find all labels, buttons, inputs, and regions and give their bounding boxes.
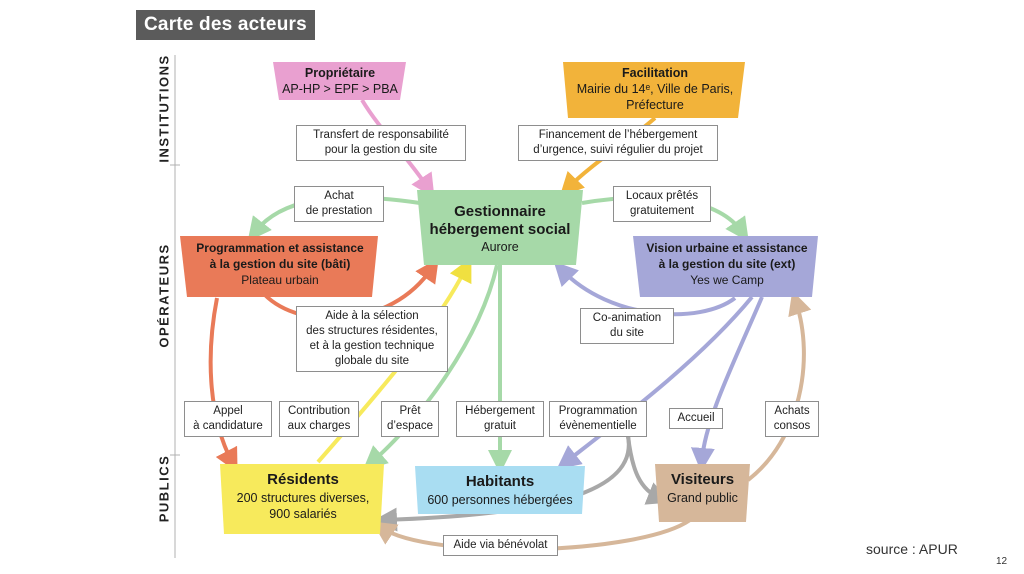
node-line2: à la gestion du site (ext)	[658, 257, 796, 271]
label-line: Prêt	[399, 405, 421, 417]
label-hebergement: Hébergement gratuit	[456, 401, 544, 437]
node-visiteurs: Visiteurs Grand public	[655, 470, 750, 506]
label-aide-benevolat: Aide via bénévolat	[443, 535, 558, 556]
node-proprietaire-shape	[273, 62, 406, 100]
node-gestionnaire: Gestionnaire hébergement social Aurore	[420, 203, 580, 255]
label-line: Co-animation	[592, 312, 662, 324]
node-subtitle: Grand public	[667, 491, 738, 505]
label-line: Locaux prêtés	[625, 190, 699, 202]
arrow-prog-event	[556, 295, 754, 470]
label-line: pour la gestion du site	[324, 144, 438, 156]
label-transfert: Transfert de responsabilité pour la gest…	[296, 125, 466, 161]
label-line: Contribution	[287, 405, 350, 417]
node-habitants-shape	[415, 466, 585, 514]
label-line: gratuitement	[630, 205, 694, 217]
node-subtitle: Plateau urbain	[241, 273, 319, 287]
arrow-grey-visiteurs	[626, 435, 672, 505]
arrow-appel	[208, 297, 238, 473]
label-line: Achat	[324, 190, 354, 202]
node-gestionnaire-shape	[417, 190, 583, 265]
label-line: Programmation	[558, 405, 638, 417]
page-number: 12	[996, 556, 1008, 567]
node-title: Visiteurs	[670, 471, 735, 488]
node-proprietaire: Propriétaire AP-HP > EPF > PBA	[276, 65, 404, 97]
node-line1: 200 structures diverses,	[236, 491, 370, 505]
label-line: Transfert de responsabilité	[313, 129, 449, 141]
label-line: évènementielle	[559, 420, 637, 432]
label-line: et à la gestion technique	[309, 340, 435, 352]
label-line: Hébergement	[465, 405, 535, 417]
label-line: d’urgence, suivi régulier du projet	[533, 144, 703, 156]
node-subtitle: Aurore	[481, 240, 519, 254]
page-title: Carte des acteurs	[136, 10, 315, 40]
node-residents: Résidents 200 structures diverses, 900 s…	[222, 470, 384, 522]
node-line1: Vision urbaine et assistance	[646, 241, 808, 255]
node-line2: hébergement social	[429, 221, 571, 238]
label-locaux: Locaux prêtés gratuitement	[613, 186, 711, 222]
label-line: Accueil	[677, 412, 715, 424]
node-programmation: Programmation et assistance à la gestion…	[182, 240, 378, 288]
node-subtitle: AP-HP > EPF > PBA	[282, 82, 398, 96]
node-title: Propriétaire	[304, 66, 376, 80]
arrow-achats	[746, 290, 812, 482]
node-facilitation-shape	[563, 62, 745, 118]
label-prog-event: Programmation évènementielle	[549, 401, 647, 437]
band-operateurs: OPÉRATEURS	[156, 243, 172, 348]
node-line2: Préfecture	[626, 98, 684, 112]
node-title: Facilitation	[622, 66, 688, 80]
label-line: gratuit	[484, 420, 516, 432]
label-line: de prestation	[305, 205, 373, 217]
label-achats: Achats consos	[765, 401, 819, 437]
node-title: Résidents	[267, 471, 339, 488]
label-achat: Achat de prestation	[294, 186, 384, 222]
label-line: d’espace	[386, 420, 434, 432]
label-financement: Financement de l’hébergement d’urgence, …	[518, 125, 718, 161]
label-line: Financement de l’hébergement	[538, 129, 698, 141]
label-line: Aide via bénévolat	[453, 539, 548, 551]
node-subtitle: Yes we Camp	[690, 273, 764, 287]
label-appel: Appel à candidature	[184, 401, 272, 437]
node-line1: Gestionnaire	[454, 203, 546, 220]
label-line: à candidature	[193, 420, 263, 432]
band-institutions: INSTITUTIONS	[156, 54, 172, 163]
node-line2: 900 salariés	[269, 507, 337, 521]
label-line: aux charges	[287, 420, 351, 432]
node-subtitle: 600 personnes hébergées	[427, 493, 573, 507]
node-line1: Mairie du 14ᵉ, Ville de Paris,	[576, 82, 734, 96]
node-vision: Vision urbaine et assistance à la gestio…	[635, 240, 819, 288]
label-contribution: Contribution aux charges	[279, 401, 359, 437]
node-line1: Programmation et assistance	[196, 241, 364, 255]
node-facilitation: Facilitation Mairie du 14ᵉ, Ville de Par…	[565, 65, 745, 113]
label-line: consos	[773, 420, 811, 432]
label-accueil: Accueil	[669, 408, 723, 429]
label-line: Appel	[213, 405, 243, 417]
label-line: des structures résidentes,	[306, 325, 438, 337]
label-coanimation: Co-animation du site	[580, 308, 674, 344]
label-line: globale du site	[334, 355, 410, 367]
label-line: Aide à la sélection	[325, 310, 419, 322]
node-visiteurs-shape	[655, 464, 750, 522]
arrow-accueil	[690, 296, 764, 472]
band-publics: PUBLICS	[156, 454, 172, 523]
label-aide-selection: Aide à la sélection des structures résid…	[296, 306, 448, 372]
label-line: Achats	[774, 405, 810, 417]
label-line: du site	[610, 327, 644, 339]
node-vision-shape	[633, 236, 818, 297]
source-credit: source : APUR	[866, 541, 958, 557]
label-pret: Prêt d’espace	[381, 401, 439, 437]
node-habitants: Habitants 600 personnes hébergées	[416, 472, 584, 508]
node-programmation-shape	[180, 236, 378, 297]
node-residents-shape	[220, 464, 384, 534]
node-title: Habitants	[465, 473, 535, 490]
node-line2: à la gestion du site (bâti)	[209, 257, 351, 271]
arrow-contribution	[362, 264, 499, 470]
